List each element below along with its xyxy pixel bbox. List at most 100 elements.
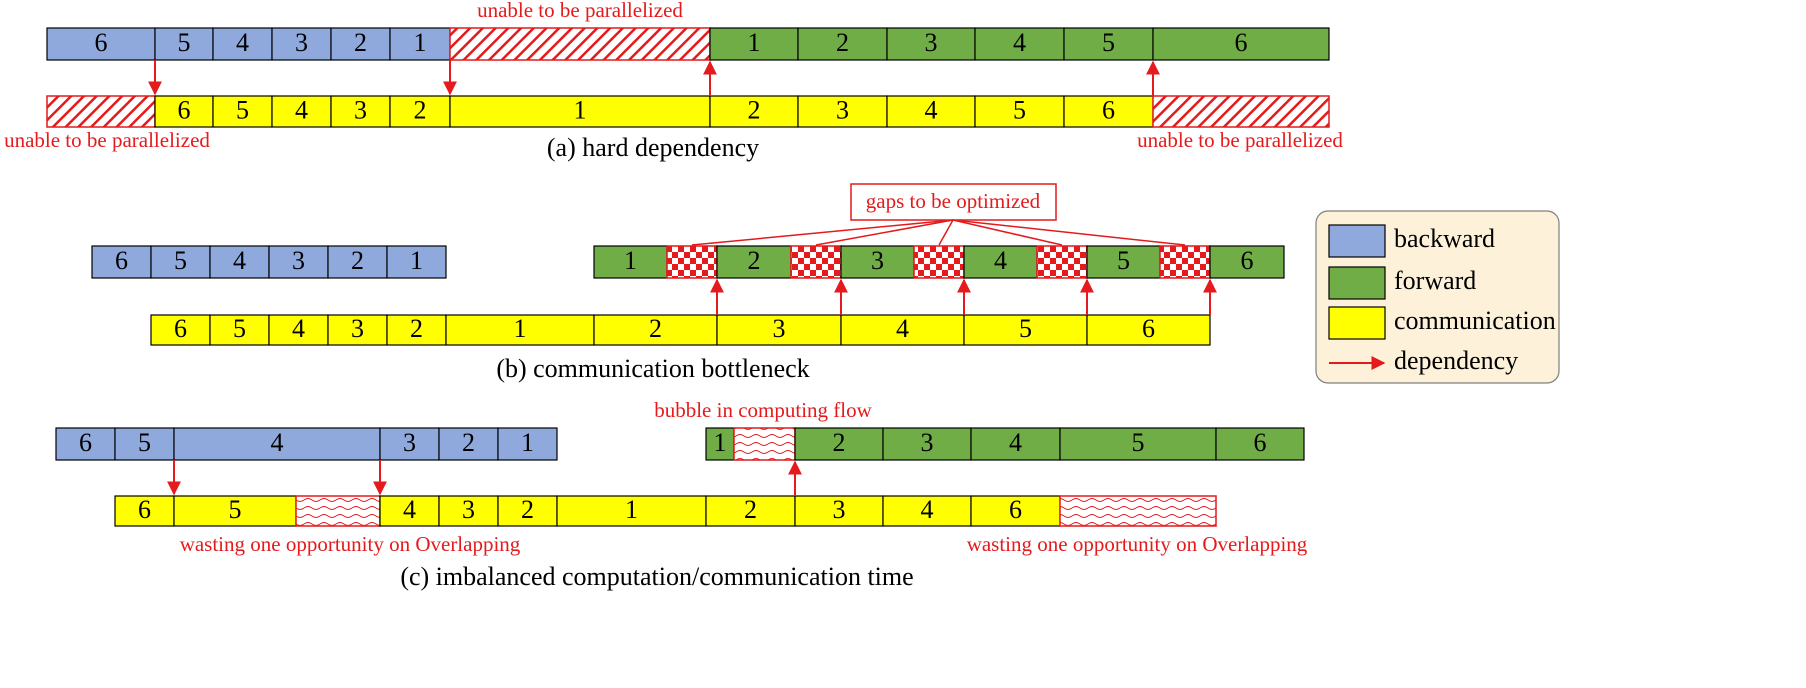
c-comm-communication-block: [705, 495, 796, 527]
b-forward-forward-block: [1209, 245, 1285, 279]
forward-block-label: 2: [833, 428, 846, 457]
c-comm-communication-block: [438, 495, 499, 527]
communication-block-label: 3: [773, 314, 786, 343]
backward-block-label: 1: [414, 28, 427, 57]
communication-block-label: 4: [403, 495, 416, 524]
c-comm-gap-block: [1059, 495, 1217, 527]
b-comm-communication-block: [150, 314, 211, 346]
communication-block-label: 5: [229, 495, 242, 524]
communication-block-label: 5: [236, 95, 249, 124]
b-backward-backward-block: [150, 245, 211, 279]
backward-block-label: 2: [354, 28, 367, 57]
b-backward-backward-block: [327, 245, 388, 279]
communication-block-label: 6: [1142, 314, 1155, 343]
communication-block-label: 3: [836, 95, 849, 124]
b-comm-communication-block: [840, 314, 965, 346]
communication-block-label: 2: [744, 495, 757, 524]
legend-forward-label: forward: [1394, 266, 1476, 295]
a-comm-communication-block: [449, 95, 711, 128]
c-comm-gap-block: [295, 495, 381, 527]
communication-block-label: 6: [1102, 95, 1115, 124]
forward-block-label: 4: [1009, 428, 1022, 457]
c-comm-communication-block: [882, 495, 972, 527]
a-comm-communication-block: [1063, 95, 1154, 128]
backward-block-label: 6: [79, 428, 92, 457]
b-backward-backward-block: [91, 245, 152, 279]
forward-block-label: 6: [1241, 246, 1254, 275]
legend-dependency-label: dependency: [1394, 346, 1518, 375]
communication-block-label: 2: [410, 314, 423, 343]
annotation-label: wasting one opportunity on Overlapping: [967, 532, 1308, 556]
communication-block-label: 6: [174, 314, 187, 343]
a-comm-communication-block: [886, 95, 976, 128]
a-compute-backward-block: [154, 27, 214, 61]
communication-block-label: 1: [514, 314, 527, 343]
communication-block-label: 3: [351, 314, 364, 343]
c-comm-communication-block: [970, 495, 1061, 527]
forward-block-label: 5: [1132, 428, 1145, 457]
callout-connector: [815, 219, 954, 246]
a-comm-communication-block: [154, 95, 214, 128]
communication-block-label: 2: [521, 495, 534, 524]
backward-block-label: 2: [351, 246, 364, 275]
annotation-label: bubble in computing flow: [654, 398, 872, 422]
communication-block-label: 3: [354, 95, 367, 124]
legend-communication-swatch: [1328, 306, 1386, 340]
backward-block-label: 4: [233, 246, 246, 275]
b-comm-communication-block: [593, 314, 718, 346]
a-comm-communication-block: [974, 95, 1065, 128]
backward-block-label: 6: [95, 28, 108, 57]
backward-block-label: 1: [521, 428, 534, 457]
b-forward-gap-block: [913, 245, 965, 279]
a-compute-forward-block: [974, 27, 1065, 61]
gaps-callout-box: [850, 183, 1057, 221]
c-forward-gap-block: [733, 427, 796, 461]
forward-block-label: 3: [921, 428, 934, 457]
b-forward-gap-block: [790, 245, 842, 279]
c-forward-forward-block: [970, 427, 1061, 461]
a-compute-forward-block: [886, 27, 976, 61]
forward-block-label: 2: [836, 28, 849, 57]
backward-block-label: 3: [292, 246, 305, 275]
forward-block-label: 3: [925, 28, 938, 57]
a-comm-communication-block: [389, 95, 451, 128]
backward-block-label: 2: [462, 428, 475, 457]
forward-block-label: 3: [871, 246, 884, 275]
c-comm-communication-block: [114, 495, 175, 527]
a-compute-backward-block: [212, 27, 273, 61]
forward-block-label: 5: [1102, 28, 1115, 57]
forward-block-label: 1: [748, 28, 761, 57]
b-comm-communication-block: [268, 314, 329, 346]
backward-block-label: 3: [295, 28, 308, 57]
panel-b-caption: (b) communication bottleneck: [496, 354, 809, 383]
backward-block-label: 3: [403, 428, 416, 457]
panel-c-caption: (c) imbalanced computation/communication…: [400, 562, 913, 591]
backward-block-label: 1: [410, 246, 423, 275]
communication-block-label: 6: [138, 495, 151, 524]
callout-connector: [691, 219, 954, 246]
forward-block-label: 1: [624, 246, 637, 275]
a-compute-forward-block: [797, 27, 888, 61]
communication-block-label: 2: [748, 95, 761, 124]
b-comm-communication-block: [209, 314, 270, 346]
c-backward-backward-block: [379, 427, 440, 461]
b-comm-communication-block: [963, 314, 1088, 346]
forward-block-label: 1: [714, 428, 727, 457]
communication-block-label: 5: [1019, 314, 1032, 343]
a-compute-gap-block: [449, 27, 711, 61]
backward-block-label: 6: [115, 246, 128, 275]
annotation-label: unable to be parallelized: [1137, 128, 1343, 152]
c-backward-backward-block: [438, 427, 499, 461]
backward-block-label: 4: [236, 28, 249, 57]
c-backward-backward-block: [497, 427, 558, 461]
backward-block-label: 5: [138, 428, 151, 457]
communication-block-label: 5: [233, 314, 246, 343]
a-comm-communication-block: [797, 95, 888, 128]
communication-block-label: 3: [833, 495, 846, 524]
communication-block-label: 5: [1013, 95, 1026, 124]
forward-block-label: 4: [1013, 28, 1026, 57]
b-backward-backward-block: [386, 245, 447, 279]
c-forward-forward-block: [1215, 427, 1305, 461]
annotation-label: wasting one opportunity on Overlapping: [180, 532, 521, 556]
